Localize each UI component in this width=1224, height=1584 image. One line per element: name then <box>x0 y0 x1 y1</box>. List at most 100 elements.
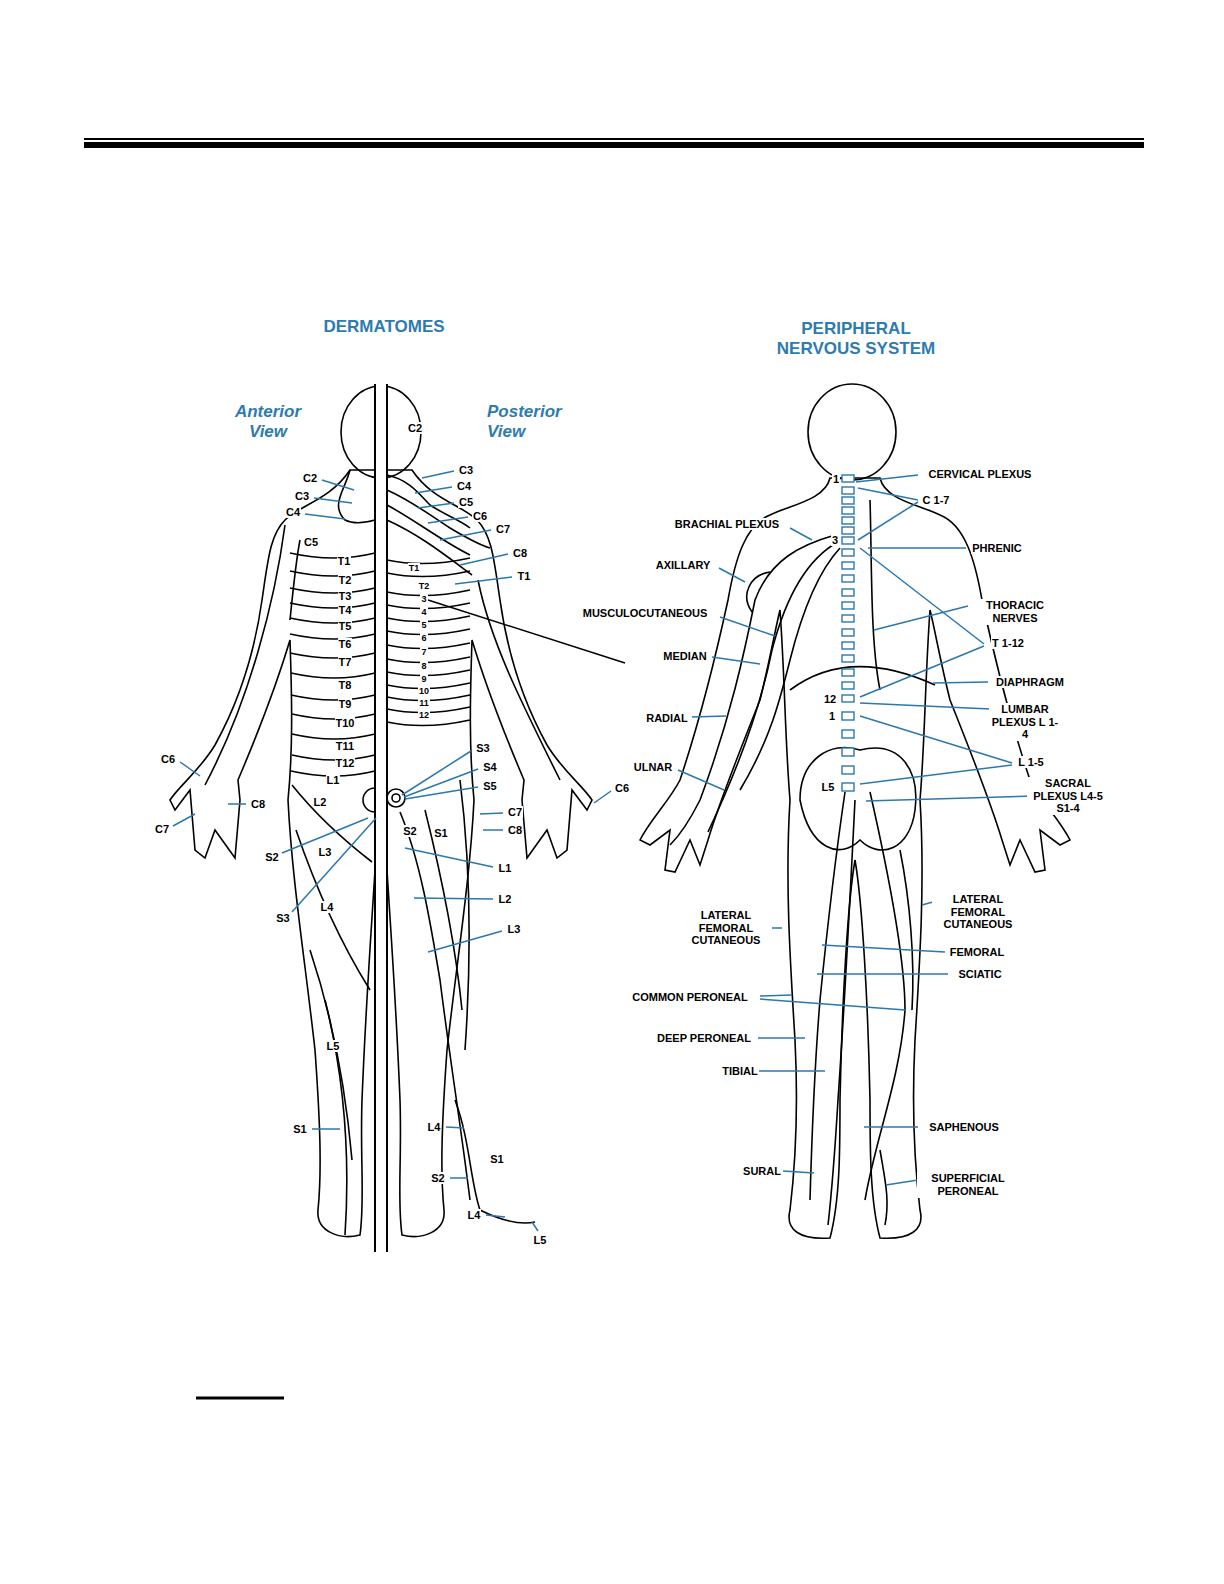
spine-vertebrae-part <box>842 497 854 504</box>
anatomy-label: C 1-7 <box>922 494 951 507</box>
leader-lines-part <box>460 554 508 565</box>
anatomy-label: C7 <box>154 823 170 836</box>
dermatome-figure-part <box>387 490 490 548</box>
nervous-system-figure-part <box>808 384 896 480</box>
dermatome-figure-part <box>387 505 470 555</box>
anatomy-label: T1 <box>337 555 352 568</box>
anatomy-label: 3 <box>831 534 839 547</box>
nervous-system-figure-part <box>828 800 855 1225</box>
dermatome-figure-part <box>455 1100 535 1223</box>
anatomy-label: T12 <box>335 757 356 770</box>
anatomy-label: T6 <box>338 638 353 651</box>
dermatome-figure-part <box>290 603 375 608</box>
nervous-system-figure <box>640 384 1070 1238</box>
leader-lines-part <box>790 528 812 540</box>
leader-lines-part <box>817 973 948 975</box>
anatomy-label: C5 <box>303 536 319 549</box>
spine-vertebrae-part <box>842 695 854 702</box>
dermatome-figure-part <box>292 714 375 719</box>
dermatome-figure-part <box>290 540 300 620</box>
spine-vertebrae-part <box>842 475 854 482</box>
leader-lines-part <box>886 1180 918 1185</box>
spine-vertebrae-part <box>842 748 854 756</box>
nervous-system-figure-part <box>747 572 770 612</box>
anatomy-label: L5 <box>326 1040 341 1053</box>
spine-vertebrae-part <box>842 669 854 676</box>
dermatome-figure-part <box>290 553 375 558</box>
dermatome-figure-part <box>290 588 375 593</box>
dermatome-figure-part <box>170 470 375 1236</box>
leader-lines-part <box>864 1126 918 1128</box>
dermatome-figure-part <box>460 780 469 1050</box>
anatomy-label: C3 <box>294 490 310 503</box>
page-rules-part <box>84 138 1144 140</box>
spine-vertebrae-part <box>842 655 854 662</box>
leader-lines-part <box>678 770 724 790</box>
anatomy-label: S3 <box>475 742 490 755</box>
anatomy-label: SURAL <box>742 1165 782 1178</box>
leader-lines-part <box>860 646 984 697</box>
dermatome-figure-part <box>387 789 405 807</box>
nervous-system-figure-part <box>790 667 935 690</box>
leader-lines-part <box>860 703 990 709</box>
anatomy-label: BRACHIAL PLEXUS <box>674 518 780 531</box>
leader-lines-part <box>405 848 493 867</box>
spine-vertebrae-part <box>842 527 854 534</box>
leader-lines-part <box>758 1070 825 1072</box>
anatomy-label: LATERAL FEMORAL CUTANEOUS <box>932 893 1024 931</box>
anatomy-label: 12 <box>823 693 837 706</box>
anatomy-label: L1 <box>498 862 513 875</box>
leader-lines-part <box>450 1177 468 1179</box>
anatomy-label: AXILLARY <box>655 559 712 572</box>
anatomy-label: L4 <box>320 901 335 914</box>
leader-lines-part <box>314 498 352 503</box>
nervous-system-figure-part <box>810 792 845 1200</box>
leader-lines-part <box>455 577 512 584</box>
dermatome-figure-part <box>387 720 470 726</box>
dermatome-figure-part <box>387 616 470 622</box>
anatomy-label: L3 <box>318 846 333 859</box>
spine-vertebrae-part <box>842 615 854 622</box>
leader-lines-part <box>933 682 988 683</box>
anatomy-label: C3 <box>458 464 474 477</box>
leader-lines-part <box>874 606 968 630</box>
leader-lines-part <box>868 547 966 549</box>
anatomy-label: COMMON PERONEAL <box>631 991 749 1004</box>
anatomy-label: SAPHENOUS <box>928 1121 1000 1134</box>
anatomy-label: C7 <box>495 523 511 536</box>
dermatome-figure-part <box>296 830 370 990</box>
leader-lines-part <box>312 1128 340 1130</box>
anatomy-label: L5 <box>533 1234 548 1247</box>
anatomy-label: C6 <box>614 782 630 795</box>
spine-vertebrae-part <box>842 575 854 582</box>
anatomy-label: SUPERFICIAL PERONEAL <box>917 1172 1019 1197</box>
leader-lines-part <box>180 762 200 776</box>
leader-lines-part <box>758 1037 805 1039</box>
anatomy-label: C2 <box>302 472 318 485</box>
anatomy-label: 5 <box>420 620 427 630</box>
anatomy-label: S2 <box>430 1172 445 1185</box>
anatomy-label: S5 <box>482 780 497 793</box>
anatomy-label: PHRENIC <box>971 542 1023 555</box>
anatomy-label: C6 <box>472 510 488 523</box>
spine-vertebrae-part <box>842 517 854 524</box>
anatomy-label: DIAPHRAGM <box>995 676 1065 689</box>
anatomy-label: S1 <box>489 1153 504 1166</box>
page-rules-part <box>84 142 1144 148</box>
leader-lines-part <box>712 657 760 664</box>
anatomy-label: T2 <box>338 574 353 587</box>
leader-lines-part <box>415 487 452 493</box>
leader-lines-part <box>822 945 945 952</box>
nervous-system-figure-part <box>740 548 840 790</box>
anatomy-label: S1 <box>292 1123 307 1136</box>
leader-lines-part <box>860 548 984 644</box>
anatomy-label: 8 <box>420 661 427 671</box>
leader-lines-part <box>173 814 195 826</box>
nervous-system-figure-part <box>640 478 855 1238</box>
anatomy-label: C7 <box>507 806 523 819</box>
dermatome-figure-part <box>339 470 375 523</box>
leader-lines-part <box>783 1171 814 1173</box>
dermatome-figure-part <box>400 812 470 1200</box>
nervous-system-figure-part <box>900 850 913 1010</box>
